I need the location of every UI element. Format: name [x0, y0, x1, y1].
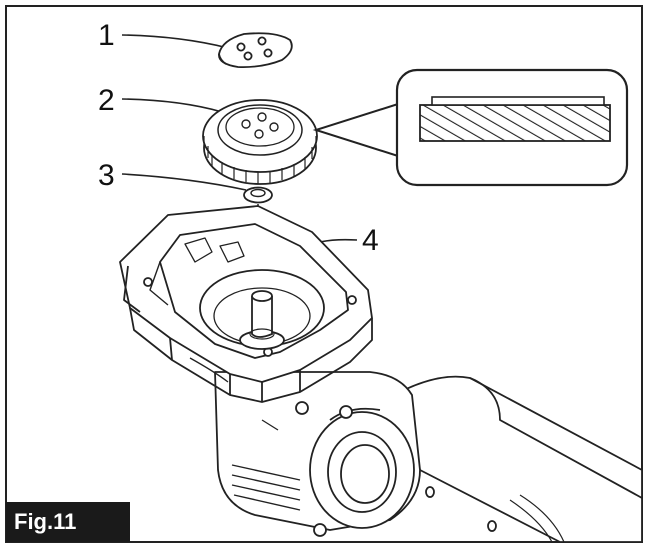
callout-number-4: 4	[362, 224, 379, 257]
figure-label: Fig.11	[6, 502, 130, 542]
part-2-gear	[202, 99, 318, 185]
callout-number-2: 2	[98, 84, 115, 117]
detail-box-gear-section	[312, 68, 629, 187]
callout-number-3: 3	[98, 159, 115, 192]
part-1-cover-plate	[218, 32, 293, 69]
gear-housing-body	[119, 205, 643, 543]
part-3-washer	[243, 186, 273, 204]
callout-number-1: 1	[98, 19, 115, 52]
part-4-shaft	[239, 290, 285, 350]
